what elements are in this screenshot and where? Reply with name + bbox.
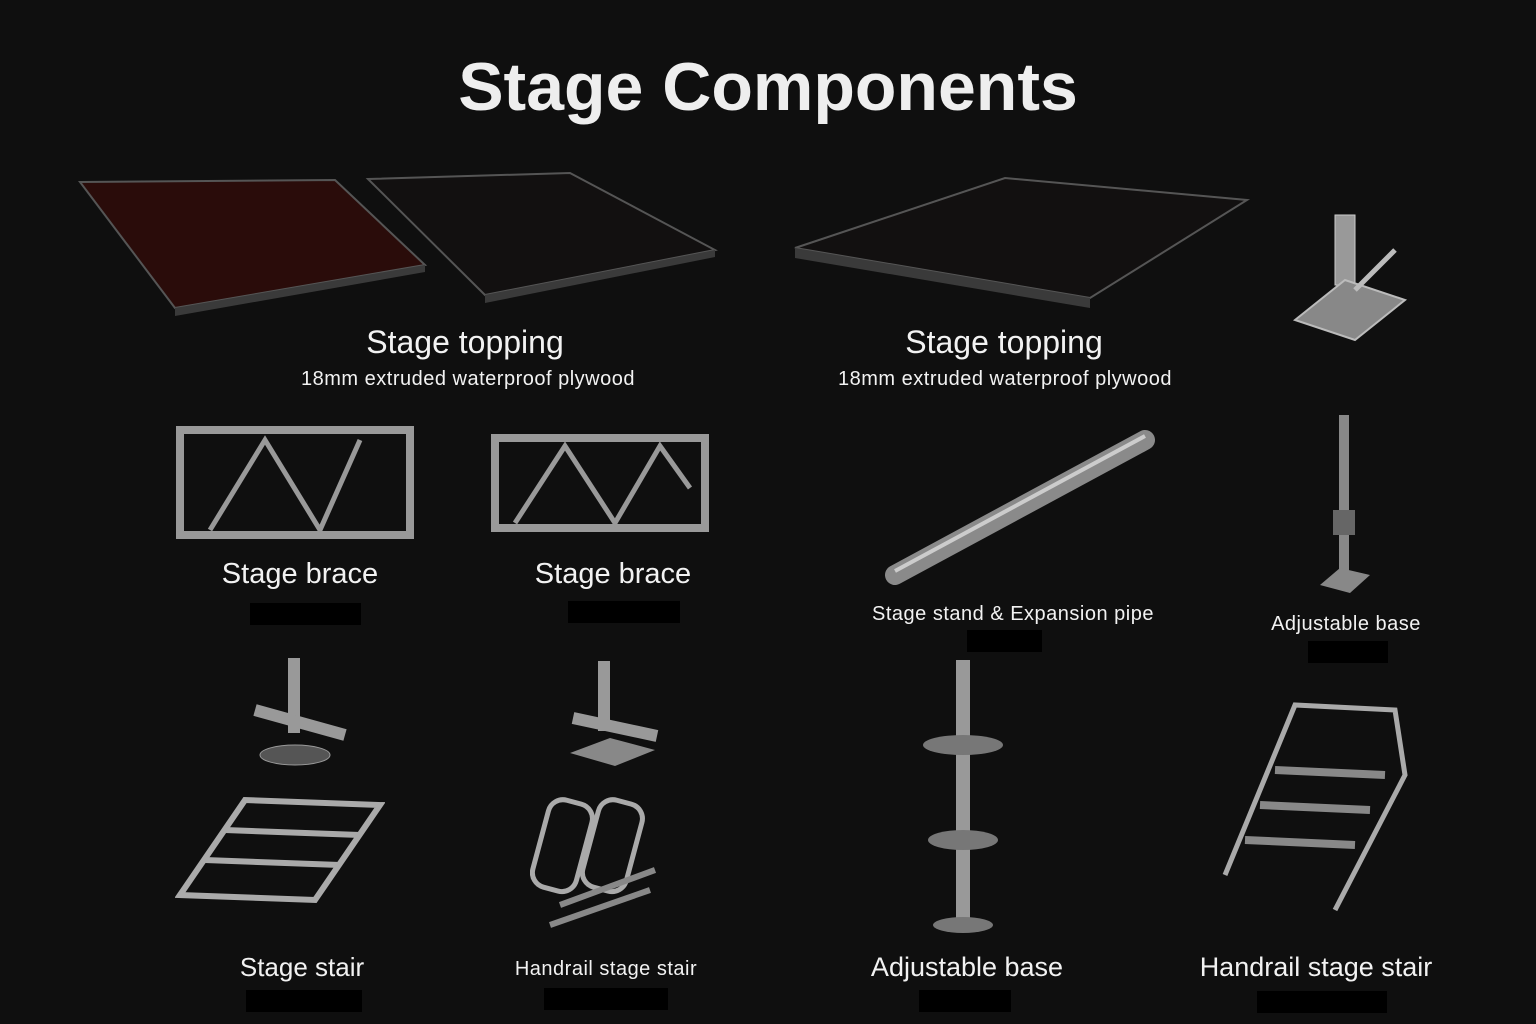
redacted-box xyxy=(544,988,668,1010)
stage-brace-image xyxy=(176,426,414,539)
stage-topping-image-large xyxy=(794,176,1251,308)
adjustable-base-image xyxy=(1320,415,1370,593)
component-label: Stage brace xyxy=(221,558,379,590)
redacted-box xyxy=(246,990,362,1012)
expansion-pipe-image xyxy=(885,430,1155,585)
redacted-box xyxy=(1308,641,1388,663)
adjustable-base-image xyxy=(923,660,1003,933)
redacted-box xyxy=(919,990,1011,1012)
redacted-box xyxy=(967,630,1042,652)
component-label: Handrail stage stair xyxy=(514,958,698,980)
stage-topping-image-red xyxy=(78,178,428,316)
stage-brace-image xyxy=(491,434,709,532)
adjustable-base-image xyxy=(1292,214,1408,342)
component-sublabel: 18mm extruded waterproof plywood xyxy=(838,368,1172,390)
screw-jack-image xyxy=(253,658,347,766)
handrail-stair-image xyxy=(530,797,657,928)
handrail-stair-image xyxy=(1222,702,1408,912)
page-title: Stage Components xyxy=(458,49,1078,125)
stage-topping-image-dark xyxy=(365,171,718,303)
component-label: Adjustable base xyxy=(1271,613,1421,635)
redacted-box xyxy=(568,601,680,623)
component-label: Stage topping xyxy=(366,324,564,360)
component-label: Stage stair xyxy=(239,952,365,982)
screw-jack-image xyxy=(570,661,659,766)
stage-stair-image xyxy=(175,796,385,904)
component-label: Adjustable base xyxy=(870,952,1064,982)
component-label: Stage topping xyxy=(905,324,1103,360)
redacted-box xyxy=(250,603,361,625)
redacted-box xyxy=(1257,991,1387,1013)
component-label: Handrail stage stair xyxy=(1199,952,1433,982)
component-label: Stage brace xyxy=(534,558,692,590)
component-label: Stage stand & Expansion pipe xyxy=(872,603,1154,625)
component-sublabel: 18mm extruded waterproof plywood xyxy=(301,368,635,390)
